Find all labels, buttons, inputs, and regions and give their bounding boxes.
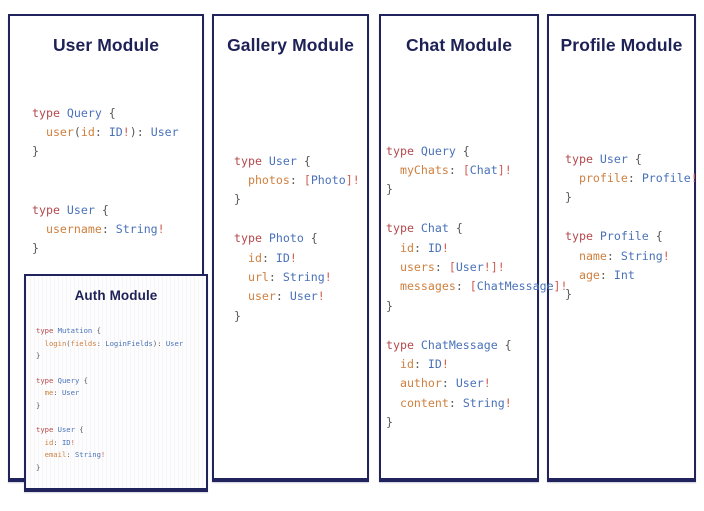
module-title-profile: Profile Module <box>560 35 683 55</box>
module-title-gallery: Gallery Module <box>227 35 354 55</box>
module-card-user[interactable]: User Module type Query { user(id: ID!): … <box>8 14 208 490</box>
module-card-auth[interactable]: Auth Module type Mutation { login(fields… <box>24 274 208 490</box>
schema-code-user: type Query { user(id: ID!): User } type … <box>32 105 179 256</box>
module-card-chat[interactable]: Chat Module type Query { myChats: [Chat]… <box>379 14 568 480</box>
module-card-profile[interactable]: Profile Module type User { profile: Prof… <box>547 14 698 480</box>
module-card-gallery[interactable]: Gallery Module type User { photos: [Phot… <box>212 14 369 480</box>
module-title-user: User Module <box>52 35 160 55</box>
schema-code-profile: type User { profile: Profile! } type Pro… <box>565 151 698 302</box>
schema-code-chat: type Query { myChats: [Chat]! } type Cha… <box>386 143 568 430</box>
module-title-auth: Auth Module <box>74 288 158 303</box>
schema-code-auth: type Mutation { login(fields: LoginField… <box>36 326 184 472</box>
module-title-chat: Chat Module <box>405 35 513 55</box>
schema-code-gallery: type User { photos: [Photo]! } type Phot… <box>234 153 360 323</box>
